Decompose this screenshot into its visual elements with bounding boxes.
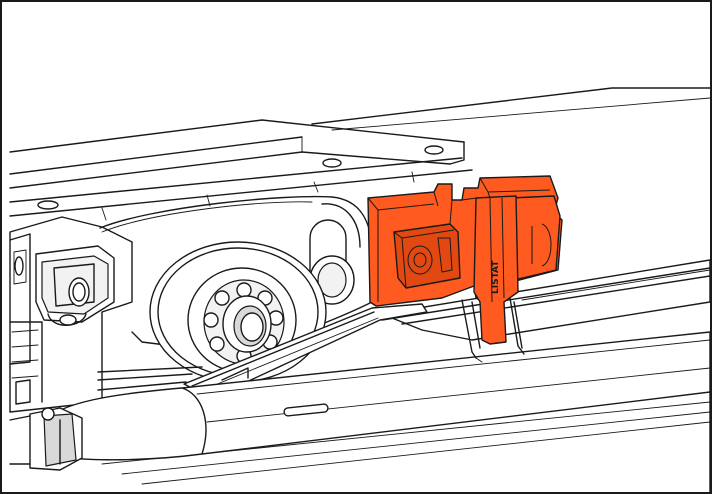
clip-label-text: LISTAT [491,260,501,294]
left-carriage [9,216,133,413]
front-rail [381,259,710,341]
shaft-nut [9,407,83,471]
orange-locking-clip: LISTAT [367,175,563,345]
rail-slot [461,297,525,363]
roller-wheel [149,241,327,383]
upper-track [9,87,710,221]
front-shaft [41,331,710,461]
